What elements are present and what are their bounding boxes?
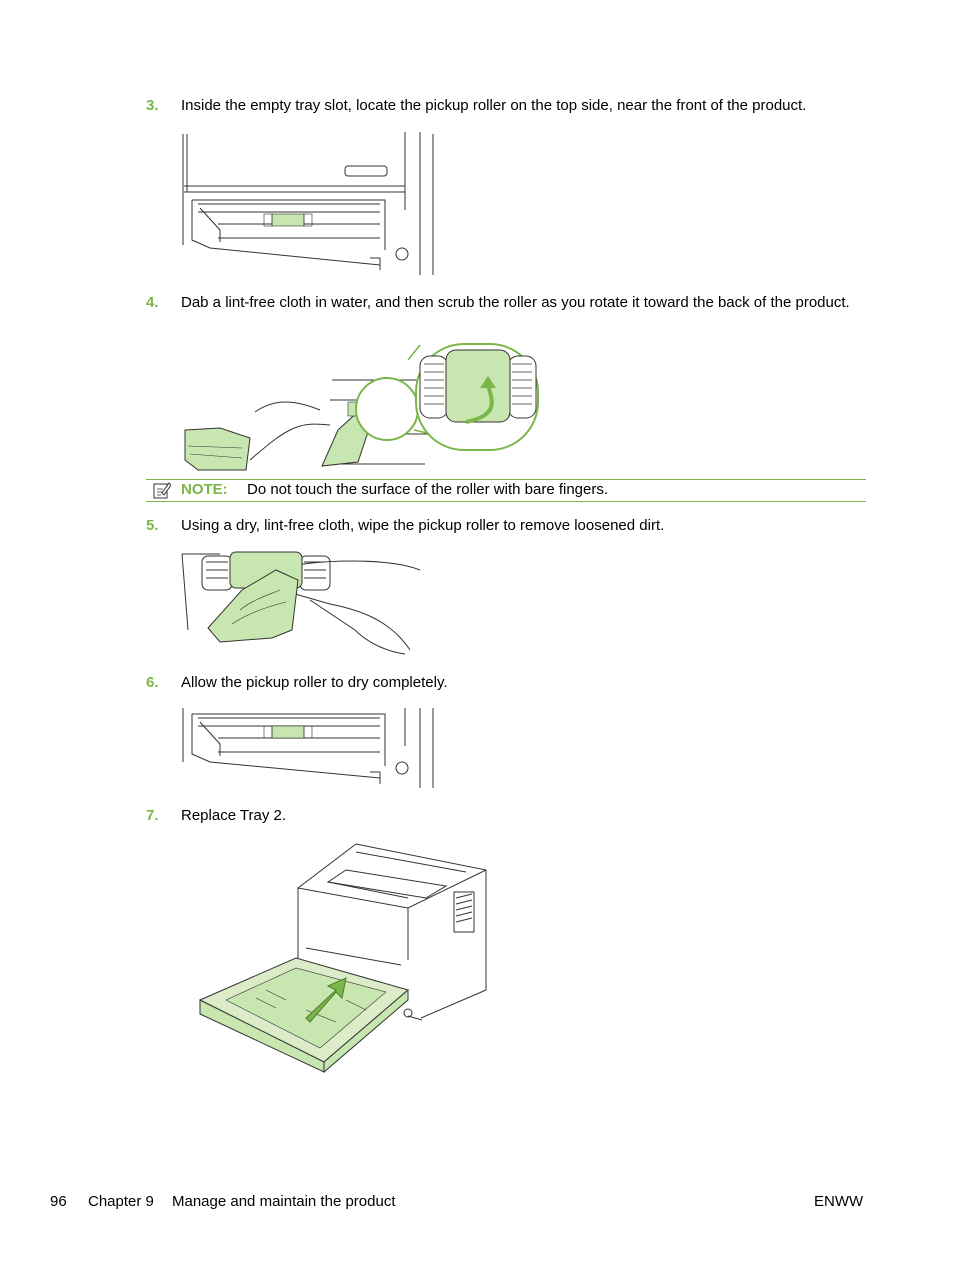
dry-roller-illustration [182,708,434,788]
step-5-text: Using a dry, lint-free cloth, wipe the p… [181,517,665,534]
step-7-text: Replace Tray 2. [181,807,287,824]
note-box: NOTE: Do not touch the surface of the ro… [146,479,866,502]
step-3-number: 3. [146,97,159,114]
footer-chapter: Chapter 9 [88,1193,154,1210]
step-7-number: 7. [146,807,159,824]
step-4-text: Dab a lint-free cloth in water, and then… [181,294,850,311]
step-3-text: Inside the empty tray slot, locate the p… [181,97,807,114]
footer-right-label: ENWW [814,1193,864,1210]
step-6-number: 6. [146,674,159,691]
wipe-roller-illustration [181,551,421,655]
note-text: Do not touch the surface of the roller w… [247,481,609,498]
empty-tray-slot-illustration [182,132,434,275]
step-5-number: 5. [146,517,159,534]
scrub-roller-illustration [184,343,539,471]
footer-page-number: 96 [50,1193,67,1210]
note-pencil-icon [153,482,171,499]
step-6-text: Allow the pickup roller to dry completel… [181,674,448,691]
step-4-number: 4. [146,294,159,311]
replace-tray-illustration [198,843,487,1074]
note-label: NOTE: [181,481,228,498]
footer-chapter-title: Manage and maintain the product [172,1193,396,1210]
